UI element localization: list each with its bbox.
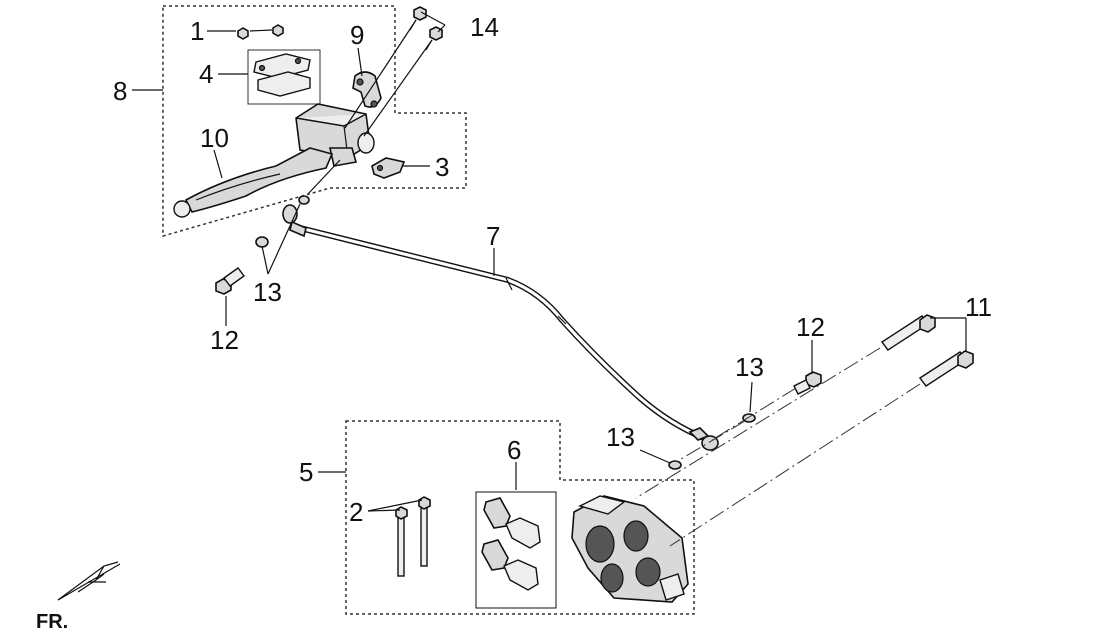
front-label: FR.	[36, 611, 68, 633]
part-pad-pins-2	[395, 496, 431, 577]
callout-13-upper: 13	[253, 277, 282, 307]
part-switch-3	[371, 157, 406, 179]
callout-3: 3	[435, 152, 449, 182]
part-banjo-bolt-12b	[793, 371, 822, 395]
callout-13-lower: 13	[606, 422, 635, 452]
callout-11: 11	[965, 292, 992, 322]
callout-10: 10	[200, 123, 229, 153]
assembly-boundary-5	[345, 420, 695, 615]
leader-13b	[639, 449, 671, 464]
callout-7: 7	[486, 221, 500, 251]
callout-8: 8	[113, 76, 127, 106]
part-washer-13c	[742, 413, 756, 423]
callout-12-right: 12	[796, 312, 825, 342]
part-reservoir-cap-4	[253, 53, 311, 97]
callout-9: 9	[350, 20, 364, 50]
leader-9	[357, 47, 363, 77]
part-brake-pads-6	[481, 497, 541, 591]
callout-5: 5	[299, 457, 313, 487]
part-brake-hose-7	[282, 204, 719, 451]
callout-14: 14	[470, 12, 499, 42]
part-banjo-bolt-12a	[215, 267, 245, 295]
alignment-line-1	[635, 347, 881, 499]
callout-4: 4	[199, 59, 213, 89]
leader-13c	[749, 381, 753, 413]
leader-2	[367, 509, 401, 512]
part-screws-1	[237, 24, 284, 40]
alignment-line-4	[675, 420, 746, 463]
alignment-line-2	[669, 383, 921, 547]
callout-6: 6	[507, 435, 521, 465]
part-lever-10	[173, 147, 334, 218]
part-bolts-14	[409, 6, 443, 51]
leader-13a	[267, 203, 301, 275]
leader-14	[420, 11, 446, 26]
callout-13-right: 13	[735, 352, 764, 382]
box-part-4	[247, 49, 321, 105]
front-direction-arrow	[57, 561, 121, 601]
alignment-line-3	[711, 387, 797, 441]
part-caliper-body	[571, 495, 689, 603]
callout-1: 1	[190, 16, 204, 46]
part-washers-13-upper	[255, 195, 310, 248]
part-clamp-9	[352, 71, 382, 108]
callout-2: 2	[349, 497, 363, 527]
part-mounting-bolts-11	[880, 314, 974, 387]
box-part-6	[475, 491, 557, 609]
callout-12-upper: 12	[210, 325, 239, 355]
part-washer-13b	[668, 460, 682, 470]
leader-10	[213, 149, 223, 179]
